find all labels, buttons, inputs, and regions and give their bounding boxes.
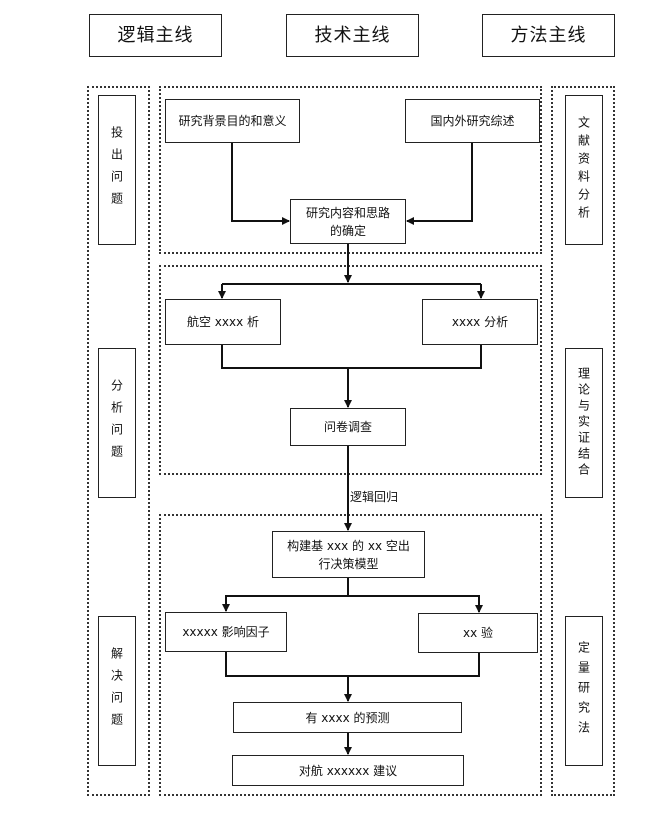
node-research-content: 研究内容和思路的确定 — [290, 199, 406, 244]
label-logistic-regression: 逻辑回归 — [350, 490, 399, 504]
split-line-section3 — [222, 578, 349, 612]
node-influence-factor: xxxxx 影响因子 — [165, 612, 287, 652]
section3-frame — [159, 514, 542, 796]
logic-step-solve-problem: 解决问题 — [98, 616, 136, 766]
method-quantitative: 定量研究法 — [565, 616, 603, 766]
node-xxxx-analysis: xxxx 分析 — [422, 299, 538, 345]
node-literature-review: 国内外研究综述 — [405, 99, 540, 143]
merge-line-section3 — [225, 652, 480, 677]
section1-frame — [159, 86, 542, 254]
node-advice: 对航 xxxxxx 建议 — [232, 755, 464, 786]
header-logic: 逻辑主线 — [89, 14, 222, 57]
merge-line-section2 — [221, 345, 482, 369]
node-research-background: 研究背景目的和意义 — [165, 99, 300, 143]
arrow-background-to-content — [231, 143, 290, 225]
logic-step-raise-problem: 投出问题 — [98, 95, 136, 245]
node-prediction: 有 xxxx 的预测 — [233, 702, 462, 733]
logic-step-analyze-problem: 分析问题 — [98, 348, 136, 498]
node-aviation-analysis: 航空 xxxx 析 — [165, 299, 281, 345]
node-questionnaire: 问卷调查 — [290, 408, 406, 446]
node-test: xx 验 — [418, 613, 538, 653]
method-theory-practice: 理论与实证结合 — [565, 348, 603, 498]
header-method: 方法主线 — [482, 14, 615, 57]
arrow-review-to-content — [406, 143, 473, 225]
section2-frame — [159, 265, 542, 475]
right-column-frame — [551, 86, 615, 796]
node-build-model: 构建基 xxx 的 xx 空出行决策模型 — [272, 531, 425, 578]
header-tech: 技术主线 — [286, 14, 419, 57]
method-literature-analysis: 文献资料分析 — [565, 95, 603, 245]
left-column-frame — [87, 86, 150, 796]
